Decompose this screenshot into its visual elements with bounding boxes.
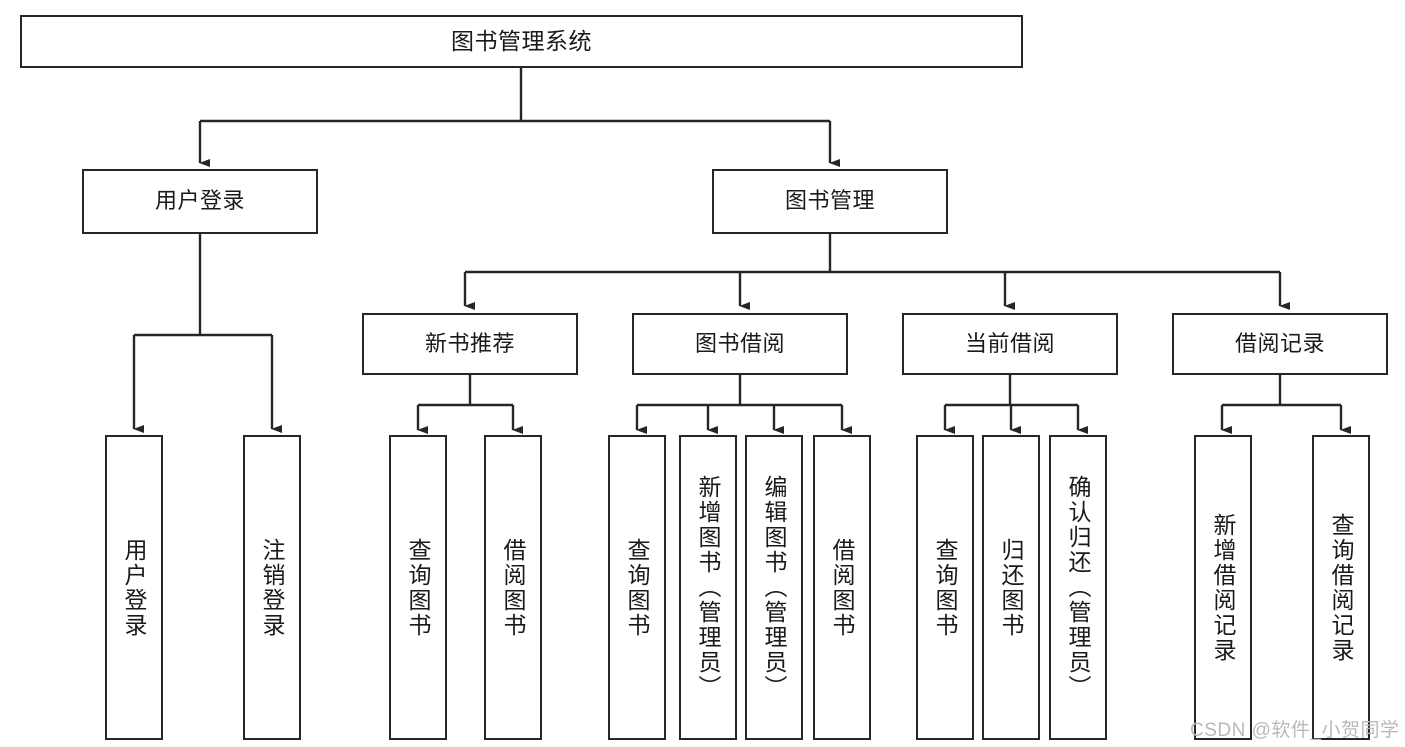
node-user-login[interactable]: 用户登录	[82, 169, 318, 234]
node-book-management[interactable]: 图书管理	[712, 169, 948, 234]
node-book-borrowing[interactable]: 图书借阅	[632, 313, 848, 375]
node-leaf-logout[interactable]: 注销登录	[243, 435, 301, 740]
node-label: 借阅记录	[1234, 330, 1325, 356]
node-current-borrowing[interactable]: 当前借阅	[902, 313, 1118, 375]
node-label: 查询图书	[932, 537, 959, 638]
node-leaf-add-book-admin[interactable]: 新增图书（管理员）	[679, 435, 737, 740]
node-leaf-borrow-book-recommendation[interactable]: 借阅图书	[484, 435, 542, 740]
node-label: 查询图书	[405, 537, 432, 638]
node-leaf-query-book-borrowing[interactable]: 查询图书	[608, 435, 666, 740]
node-label: 用户登录	[121, 537, 148, 638]
node-leaf-user-login[interactable]: 用户登录	[105, 435, 163, 740]
node-label: 图书管理系统	[451, 27, 592, 54]
node-label: 确认归还（管理员）	[1065, 475, 1092, 700]
node-label: 当前借阅	[964, 330, 1055, 356]
node-root-book-management-system[interactable]: 图书管理系统	[20, 15, 1023, 68]
node-label: 借阅图书	[829, 537, 856, 638]
node-leaf-edit-book-admin[interactable]: 编辑图书（管理员）	[745, 435, 803, 740]
node-leaf-borrow-book-borrowing[interactable]: 借阅图书	[813, 435, 871, 740]
node-label: 查询借阅记录	[1328, 512, 1355, 663]
node-leaf-query-borrowing-record[interactable]: 查询借阅记录	[1312, 435, 1370, 740]
node-label: 编辑图书（管理员）	[761, 475, 788, 700]
node-leaf-query-book-current[interactable]: 查询图书	[916, 435, 974, 740]
node-label: 注销登录	[259, 537, 286, 638]
node-leaf-query-book-recommendation[interactable]: 查询图书	[389, 435, 447, 740]
node-label: 图书借阅	[694, 330, 785, 356]
node-leaf-return-book[interactable]: 归还图书	[982, 435, 1040, 740]
node-label: 新增借阅记录	[1210, 512, 1237, 663]
node-leaf-confirm-return-admin[interactable]: 确认归还（管理员）	[1049, 435, 1107, 740]
node-leaf-add-borrowing-record[interactable]: 新增借阅记录	[1194, 435, 1252, 740]
node-label: 借阅图书	[500, 537, 527, 638]
node-label: 新增图书（管理员）	[695, 475, 722, 700]
node-label: 查询图书	[624, 537, 651, 638]
node-label: 归还图书	[998, 537, 1025, 638]
node-borrowing-record[interactable]: 借阅记录	[1172, 313, 1388, 375]
node-label: 新书推荐	[424, 330, 515, 356]
node-label: 用户登录	[154, 188, 245, 214]
node-new-book-recommendation[interactable]: 新书推荐	[362, 313, 578, 375]
node-label: 图书管理	[784, 188, 875, 214]
